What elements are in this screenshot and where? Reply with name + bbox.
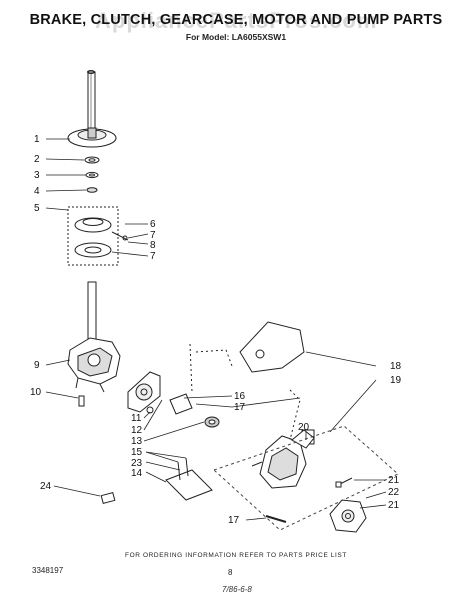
washer-2-drawing <box>84 156 100 164</box>
washer-3-drawing <box>85 171 99 179</box>
washer-4-drawing <box>86 187 98 193</box>
callout-21b: 21 <box>388 500 400 511</box>
bracket-20-drawing <box>291 429 315 449</box>
callout-14: 14 <box>131 468 143 479</box>
callout-7b: 7 <box>150 251 156 262</box>
callout-7a: 7 <box>150 230 156 241</box>
link-shaft-outline <box>289 389 301 441</box>
bolt-21-drawing <box>335 477 353 488</box>
clutch-drawing <box>169 393 220 428</box>
reference-number: 3348197 <box>32 566 64 575</box>
gearcase-drawing <box>67 281 121 393</box>
callout-10: 10 <box>30 387 42 398</box>
ordering-note: FOR ORDERING INFORMATION REFER TO PARTS … <box>125 552 347 559</box>
callout-1: 1 <box>34 134 40 145</box>
callout-9: 9 <box>34 360 40 371</box>
callout-20: 20 <box>298 422 310 433</box>
callout-2: 2 <box>34 154 40 165</box>
model-subtitle: For Model: LA6055XSW1 <box>185 32 287 42</box>
callout-5: 5 <box>34 203 40 214</box>
date-code: 7/86-6-8 <box>222 585 252 594</box>
page-title: BRAKE, CLUTCH, GEARCASE, MOTOR AND PUMP … <box>29 12 443 28</box>
belt-17-drawing <box>265 515 287 523</box>
callout-22: 22 <box>388 487 400 498</box>
leader-lines <box>45 138 387 521</box>
callout-12: 12 <box>131 425 143 436</box>
bracket-14-drawing <box>165 457 213 501</box>
mount-plate-drawing <box>127 371 161 413</box>
callout-13: 13 <box>131 436 143 447</box>
callout-4: 4 <box>34 186 40 197</box>
bolt-10-drawing <box>78 395 85 407</box>
callout-8: 8 <box>150 240 156 251</box>
callout-17b: 17 <box>228 515 240 526</box>
pump-drawing <box>329 499 367 533</box>
callout-21a: 21 <box>388 475 400 486</box>
hub-drawing <box>67 127 117 148</box>
callout-17a: 17 <box>234 402 246 413</box>
clip-11-drawing <box>146 406 154 414</box>
callout-19: 19 <box>390 375 402 386</box>
link-belt-outline <box>189 343 233 393</box>
page-number: 8 <box>228 568 233 577</box>
callout-24: 24 <box>40 481 52 492</box>
callout-23: 23 <box>131 458 143 469</box>
brake-assembly-drawing <box>67 206 129 266</box>
callout-18: 18 <box>390 361 402 372</box>
callout-11: 11 <box>131 413 142 424</box>
callout-6: 6 <box>150 219 156 230</box>
callout-3: 3 <box>34 170 40 181</box>
pad-24-drawing <box>100 491 116 505</box>
callout-15: 15 <box>131 447 143 458</box>
motor-group-outline <box>213 425 399 531</box>
shield-18-drawing <box>239 321 305 373</box>
callout-16: 16 <box>234 391 246 402</box>
